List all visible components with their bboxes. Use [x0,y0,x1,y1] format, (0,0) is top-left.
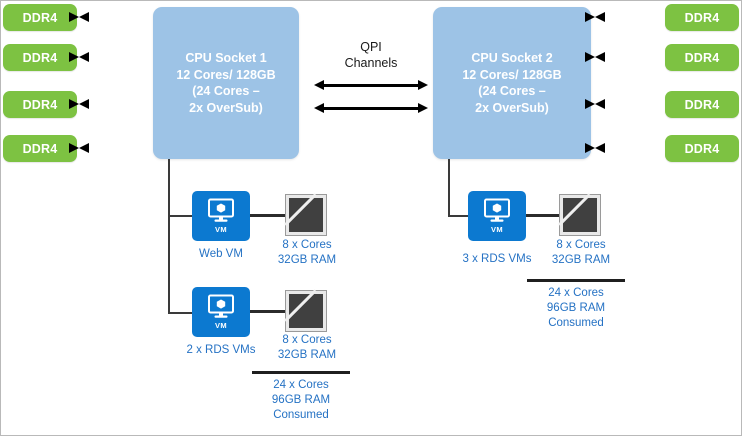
ddr4-block-right-3: DDR4 [665,91,739,118]
vm-icon-label: VM [214,321,228,330]
summary-rule-left [252,371,350,374]
rds-vms-left-ram: 32GB RAM [277,349,337,361]
virtual-machine-monitor-icon [208,198,234,222]
summary-left-ram: 96GB RAM [271,394,331,406]
web-vm-chip-link [250,214,286,217]
chip-icon-rds-vms-right [558,193,601,236]
chip-icon-rds-vms-left [284,289,327,332]
ddr4-block-left-2: DDR4 [3,44,77,71]
socket1-vm-trunk-line [168,159,170,314]
ddr4-block-right-1: DDR4 [665,4,739,31]
cpu-socket-1-line4: 2x OverSub) [189,100,263,115]
summary-left-cores: 24 x Cores [273,379,329,391]
summary-rule-right [527,279,625,282]
qpi-channels-label: QPI Channels [311,39,431,71]
vm-icon-label: VM [214,225,228,234]
web-vm-resources: 8 x Cores 32GB RAM [276,238,338,268]
ddr4-block-right-2: DDR4 [665,44,739,71]
socket2-vm-branch-1 [448,215,468,217]
cpu-socket-1-line3: (24 Cores – [192,84,260,98]
qpi-label-line1: QPI [360,40,382,54]
web-vm-ram: 32GB RAM [277,254,337,266]
vm-icon-rds-vms-left[interactable]: VM [192,287,250,337]
summary-right-cores: 24 x Cores [548,287,604,299]
ddr4-label: DDR4 [684,10,720,25]
ddr4-block-left-4: DDR4 [3,135,77,162]
ddr4-block-right-4: DDR4 [665,135,739,162]
ddr4-block-left-3: DDR4 [3,91,77,118]
rds-vms-right-ram: 32GB RAM [551,254,611,266]
cpu-socket-2-line1: CPU Socket 2 [471,51,553,65]
ddr4-block-left-1: DDR4 [3,4,77,31]
summary-consumed-left: 24 x Cores 96GB RAM Consumed [241,378,361,423]
rds-vms-right-resources: 8 x Cores 32GB RAM [550,238,612,268]
ddr4-label: DDR4 [22,141,58,156]
socket1-vm-branch-2 [168,312,192,314]
qpi-arrow-top [314,80,428,91]
socket2-vm-trunk-line [448,159,450,217]
rds-vm-right-chip-link [526,214,560,217]
rds-vms-right-cores: 8 x Cores [556,239,606,251]
cpu-socket-1[interactable]: CPU Socket 1 12 Cores/ 128GB (24 Cores –… [153,7,299,159]
socket1-vm-branch-1 [168,215,192,217]
summary-left-consumed: Consumed [273,409,329,421]
ddr4-label: DDR4 [684,141,720,156]
vm-icon-rds-vms-right[interactable]: VM [468,191,526,241]
vm-icon-label: VM [490,225,504,234]
ddr4-label: DDR4 [684,97,720,112]
qpi-label-line2: Channels [344,56,398,70]
rds-vms-left-caption: 2 x RDS VMs [186,344,256,356]
vm-icon-web-vm[interactable]: VM [192,191,250,241]
chip-icon-web-vm [284,193,327,236]
ddr4-label: DDR4 [22,10,58,25]
cpu-socket-2-line2: 12 Cores/ 128GB [462,67,562,82]
qpi-arrow-bottom [314,103,428,114]
summary-right-consumed: Consumed [548,317,604,329]
web-vm-cores: 8 x Cores [282,239,332,251]
rds-vms-left-resources: 8 x Cores 32GB RAM [276,333,338,363]
summary-right-ram: 96GB RAM [546,302,606,314]
virtual-machine-monitor-icon [484,198,510,222]
rds-vm-left-chip-link [250,310,286,313]
ddr4-label: DDR4 [684,50,720,65]
cpu-socket-1-line2: 12 Cores/ 128GB [176,67,276,82]
cpu-socket-1-line1: CPU Socket 1 [185,51,267,65]
summary-consumed-right: 24 x Cores 96GB RAM Consumed [516,286,636,331]
cpu-socket-2[interactable]: CPU Socket 2 12 Cores/ 128GB (24 Cores –… [433,7,591,159]
virtual-machine-monitor-icon [208,294,234,318]
cpu-socket-2-line4: 2x OverSub) [475,100,549,115]
cpu-socket-2-line3: (24 Cores – [478,84,546,98]
ddr4-label: DDR4 [22,50,58,65]
web-vm-caption: Web VM [199,248,243,260]
rds-vms-right-caption: 3 x RDS VMs [462,253,532,265]
ddr4-label: DDR4 [22,97,58,112]
rds-vms-left-cores: 8 x Cores [282,334,332,346]
